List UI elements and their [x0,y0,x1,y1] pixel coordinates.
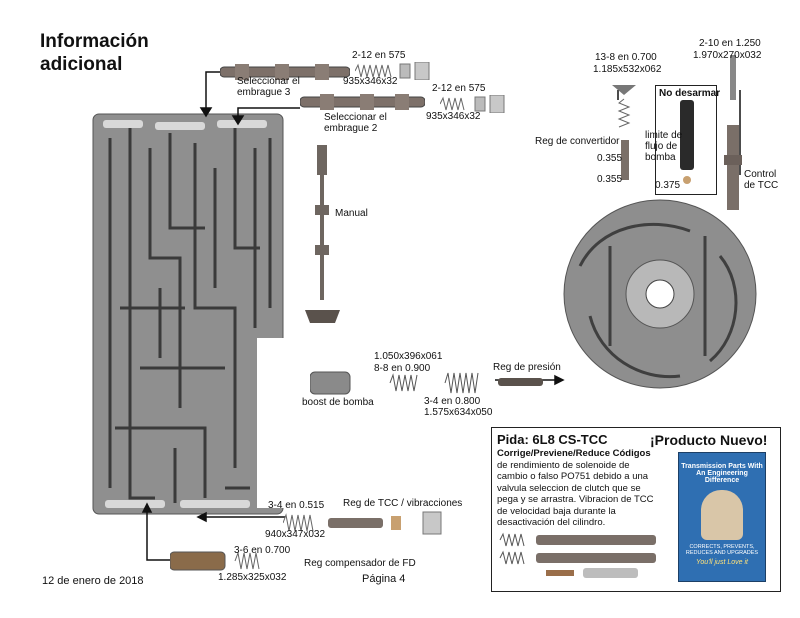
product-package: Transmission Parts With An Engineering D… [678,452,766,582]
spring-3-6-dim: 1.285x325x032 [218,572,287,583]
pressure-regulator-illustration [310,371,543,395]
pump-boost-label: boost de bomba [302,397,374,408]
package-line-4: REDUCES AND UPGRADES [685,550,759,556]
cartoon-face-icon [701,490,743,540]
spring-0700-dim: 1.185x532x062 [593,64,662,75]
spring-3-6-label: 3-6 en 0.700 [234,545,291,556]
package-line-1: Transmission Parts With [681,463,763,470]
spring-575-mid-label: 2-12 en 575 [432,83,486,94]
tcc-control-valve-illustration [724,55,742,210]
selector-valve-3-illustration [220,64,350,80]
spring-575-mid-dim: 935x346x32 [426,111,481,122]
pressure-regulator-label: Reg de presión [493,362,561,373]
spring-1250-dim: 1.970x270x032 [693,50,762,61]
package-line-3: CORRECTS, PREVENTS, [689,544,755,550]
selector-valve-2-illustration [300,94,425,110]
page-number: Página 4 [362,573,406,585]
fd-regulator-illustration [170,551,260,571]
spring-1250-label: 2-10 en 1.250 [699,38,761,49]
spring-575-mid-illustration [440,95,505,113]
ad-parts-illustration [499,532,656,578]
title-line-1: Información [40,31,149,52]
spring-575-top-label: 2-12 en 575 [352,50,406,61]
ad-new-product: ¡Producto Nuevo! [650,432,768,448]
pump-flow-limit-illustration [680,100,694,184]
tcc-regulator-label: Reg de TCC / vibracciones [343,498,463,509]
tcc-regulator-illustration [283,511,442,535]
spring-575-top-illustration [355,62,430,80]
manual-valve-label: Manual [335,208,368,219]
spring-3-4-0800-label: 3-4 en 0.800 [424,396,481,407]
no-desarmar-label: No desarmar [659,88,721,99]
value-0355-b: 0.355 [597,174,623,185]
spring-3-4-0800-dim: 1.575x634x050 [424,407,493,418]
value-0375: 0.375 [655,180,681,191]
converter-regulator-label: Reg de convertidor [535,136,620,147]
spring-3-4-0515-label: 3-4 en 0.515 [268,500,325,511]
page-title: Información adicional [40,30,149,76]
package-line-5: You'll just Love it [696,559,748,566]
spring-575-top-dim: 935x346x32 [343,76,398,87]
pump-spring-dim: 1.050x396x061 [374,351,443,362]
page-date: 12 de enero de 2018 [42,575,144,587]
converter-valve-illustration [612,85,636,180]
ad-order-code: Pida: 6L8 CS-TCC [497,432,608,447]
manual-valve-illustration [305,145,340,323]
valve-body-illustration [92,113,293,515]
ad-description: Corrige/Previene/Reduce Códigos de rendi… [497,448,654,528]
spring-0700-label: 13-8 en 0.700 [595,52,657,63]
package-line-2: An Engineering Difference [696,470,748,484]
do-not-disassemble-box [655,85,717,195]
title-line-2: adicional [40,54,123,75]
fd-regulator-label: Reg compensador de FD [304,558,416,569]
pump-illustration [563,199,757,389]
spring-8-8-label: 8-8 en 0.900 [374,363,431,374]
spring-940-dim: 940x347x032 [265,529,326,540]
value-0355-a: 0.355 [597,153,623,164]
